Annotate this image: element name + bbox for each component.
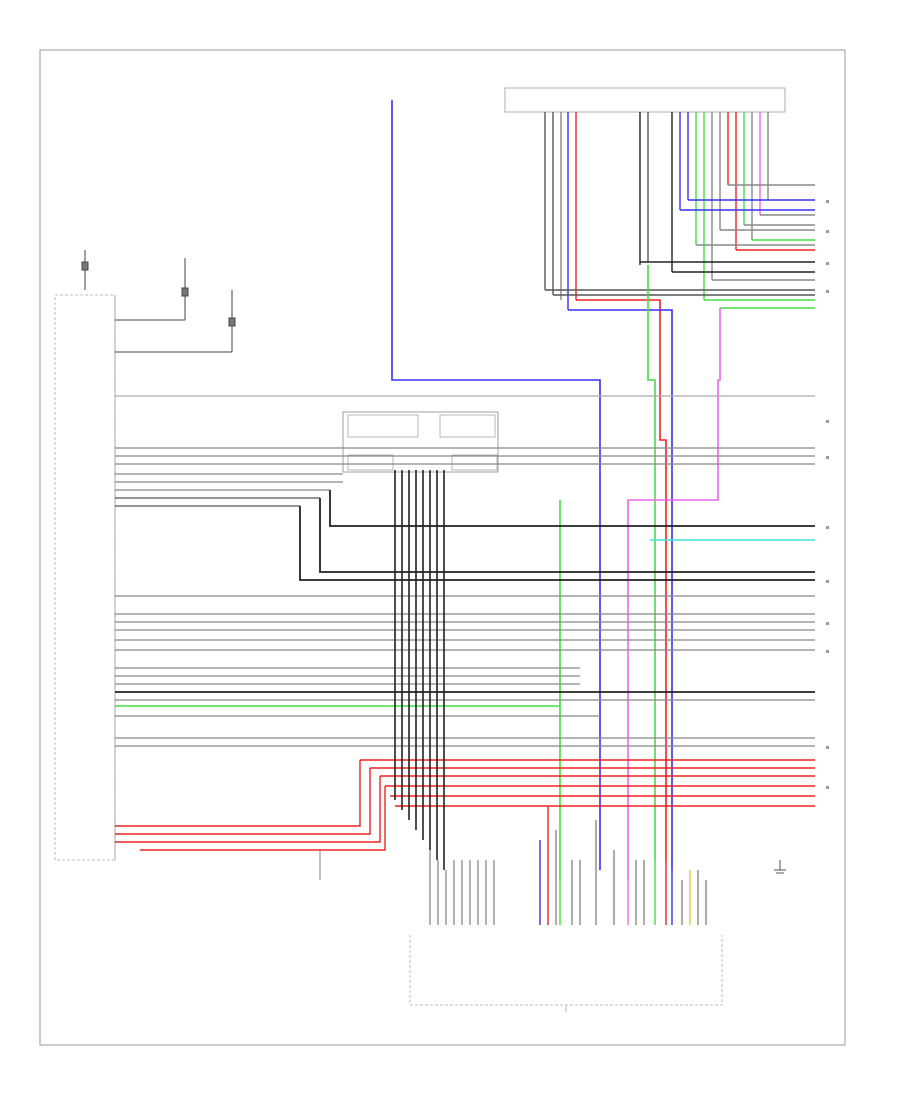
upper-right-terminals	[545, 184, 815, 309]
top-connector-block	[504, 87, 786, 113]
center-vertical-bundle	[394, 470, 445, 870]
sensor-components	[81, 250, 236, 353]
lower-red-wires	[115, 759, 815, 851]
top-right-vertical-wires	[544, 112, 769, 310]
left-control-unit	[54, 294, 116, 861]
bottom-connector-bracket	[409, 935, 723, 1012]
left-middle-wires	[115, 595, 815, 747]
bottom-left-drops	[429, 850, 495, 925]
left-upper-wires	[115, 395, 815, 507]
center-junction-block	[342, 411, 499, 473]
black-cable-routes	[115, 490, 815, 693]
bottom-right-drops	[539, 806, 707, 925]
right-terminal-markers	[826, 200, 829, 789]
diagram-border	[39, 49, 846, 1046]
ground-symbol	[774, 860, 786, 874]
